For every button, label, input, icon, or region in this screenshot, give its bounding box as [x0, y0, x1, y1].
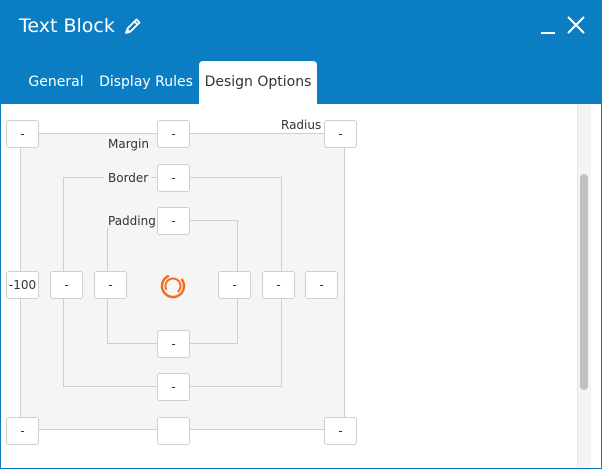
- tab-general[interactable]: General: [28, 74, 84, 90]
- border-top-input[interactable]: [157, 164, 190, 192]
- window-title-text: Text Block: [19, 15, 115, 37]
- border-right-input[interactable]: [262, 271, 295, 299]
- scrollbar-thumb[interactable]: [580, 174, 588, 390]
- border-label: Border: [104, 171, 153, 185]
- margin-bottom-input[interactable]: [157, 417, 190, 445]
- margin-top-input[interactable]: [157, 120, 190, 148]
- radius-bottom-right-input[interactable]: [324, 417, 357, 445]
- loading-spinner-icon: [160, 273, 186, 299]
- minimize-icon[interactable]: [538, 14, 560, 36]
- margin-right-input[interactable]: [305, 271, 338, 299]
- radius-top-left-input[interactable]: [6, 120, 39, 148]
- radius-label: Radius: [277, 118, 326, 132]
- radius-bottom-left-input[interactable]: [6, 417, 39, 445]
- margin-left-input[interactable]: [6, 271, 39, 299]
- pencil-icon[interactable]: [123, 16, 143, 36]
- padding-top-input[interactable]: [157, 207, 190, 235]
- radius-top-right-input[interactable]: [324, 120, 357, 148]
- window-title: Text Block: [19, 15, 143, 37]
- tab-bar: General Display Rules Design Options: [0, 61, 602, 104]
- close-icon[interactable]: [565, 14, 587, 36]
- padding-left-input[interactable]: [94, 271, 127, 299]
- padding-bottom-input[interactable]: [157, 330, 190, 358]
- margin-label: Margin: [104, 137, 153, 151]
- window-header: Text Block General Display Rules Design …: [0, 0, 602, 104]
- tab-display-rules[interactable]: Display Rules: [99, 74, 193, 90]
- border-left-input[interactable]: [50, 271, 83, 299]
- padding-right-input[interactable]: [218, 271, 251, 299]
- border-bottom-input[interactable]: [157, 373, 190, 401]
- padding-label: Padding: [104, 214, 160, 228]
- tab-design-options[interactable]: Design Options: [199, 61, 317, 104]
